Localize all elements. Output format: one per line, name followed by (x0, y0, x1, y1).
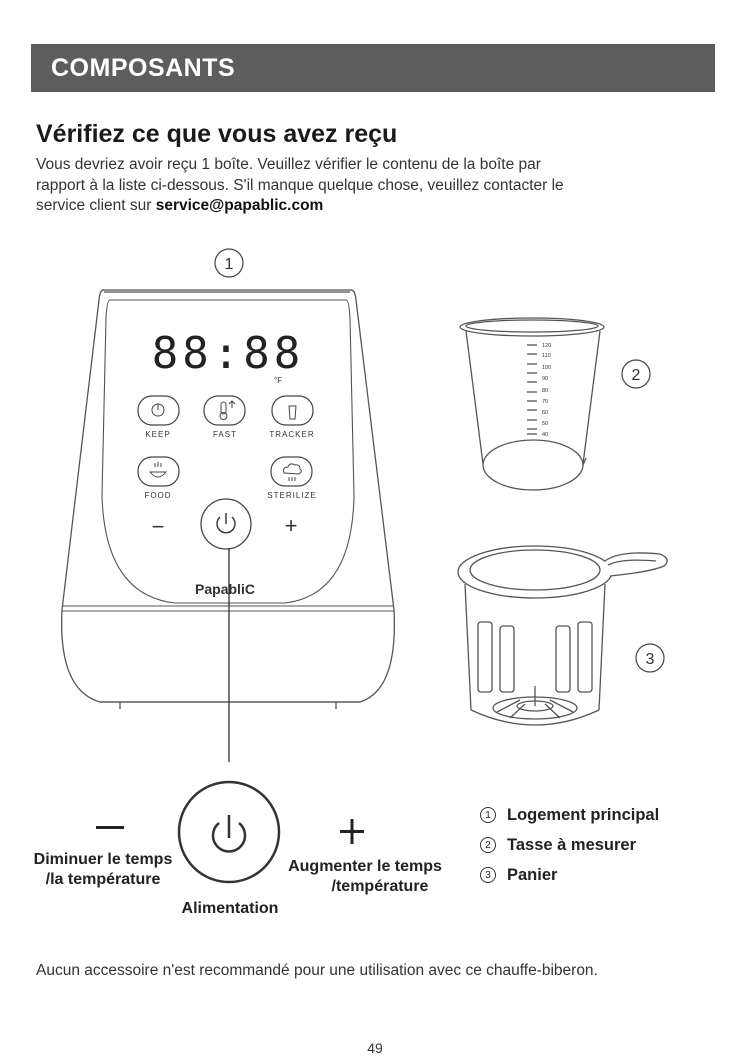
unit-power-button[interactable] (200, 498, 252, 550)
tracker-button[interactable]: TRACKER (269, 395, 314, 439)
measuring-cup-drawing (459, 317, 605, 491)
increase-caption-line-1: Augmenter le temps (288, 858, 442, 875)
increase-caption: Augmenter le temps /température (275, 857, 455, 897)
legend-label: Logement principal (507, 805, 660, 824)
legend-item: 3 Panier (480, 860, 659, 890)
main-unit-drawing (61, 289, 396, 709)
legend-label: Panier (507, 865, 558, 884)
scale-label: 50 (542, 421, 548, 427)
decrease-caption-line-2: /la température (45, 871, 161, 888)
brand-logo: PapabliC (195, 581, 255, 597)
scale-label: 60 (542, 410, 548, 416)
fast-button[interactable]: FAST (203, 395, 246, 439)
sterilize-label: STERILIZE (267, 491, 316, 500)
intro-paragraph: Vous devriez avoir reçu 1 boîte. Veuille… (36, 155, 696, 217)
scale-label: 90 (542, 376, 548, 382)
callout-1: 1 (214, 248, 244, 278)
sterilize-button[interactable]: STERILIZE (267, 456, 316, 500)
section-header-bar: COMPOSANTS (31, 44, 715, 92)
keep-label: KEEP (145, 430, 170, 439)
display-unit-label: °F (274, 376, 282, 385)
support-email-link[interactable]: service@papablic.com (155, 197, 324, 214)
unit-plus-button[interactable]: + (285, 513, 298, 538)
legend-number: 2 (480, 837, 496, 853)
keep-button[interactable]: KEEP (137, 395, 180, 439)
increase-icon (340, 819, 364, 844)
intro-line-2: rapport à la liste ci-dessous. S'il manq… (36, 176, 564, 194)
legend-number: 1 (480, 807, 496, 823)
basket-drawing (457, 545, 668, 726)
components-legend: 1 Logement principal 2 Tasse à mesurer 3… (480, 800, 659, 890)
food-label: FOOD (144, 491, 171, 500)
food-button[interactable]: FOOD (137, 456, 180, 500)
decrease-caption-line-1: Diminuer le temps (33, 851, 173, 868)
accessory-notice: Aucun accessoire n'est recommandé pour u… (36, 962, 598, 979)
page-heading: Vérifiez ce que vous avez reçu (36, 120, 398, 148)
decrease-icon (96, 826, 124, 829)
callout-2: 2 (621, 359, 651, 389)
intro-line-3: service client sur service@papablic.com (36, 196, 696, 217)
section-title: COMPOSANTS (51, 54, 236, 82)
legend-item: 2 Tasse à mesurer (480, 830, 659, 860)
scale-label: 80 (542, 388, 548, 394)
callout-1-number: 1 (225, 256, 234, 273)
power-caption: Alimentation (181, 900, 279, 917)
callout-3: 3 (635, 643, 665, 673)
intro-line-1: Vous devriez avoir reçu 1 boîte. Veuille… (36, 156, 541, 173)
cup-scale: 120 110 100 90 80 70 60 50 40 (527, 343, 551, 438)
power-icon-large (177, 780, 281, 884)
scale-label: 110 (542, 353, 551, 359)
legend-label: Tasse à mesurer (507, 835, 637, 854)
unit-minus-button[interactable]: − (152, 514, 165, 539)
page-number: 49 (367, 1040, 383, 1056)
decrease-caption: Diminuer le temps /la température (10, 850, 196, 890)
scale-label: 40 (542, 432, 548, 438)
legend-item: 1 Logement principal (480, 800, 659, 830)
tracker-label: TRACKER (269, 430, 314, 439)
scale-label: 100 (542, 365, 551, 371)
intro-line-3-prefix: service client sur (36, 197, 156, 214)
callout-3-number: 3 (646, 651, 655, 668)
increase-caption-line-2: /température (331, 878, 429, 895)
scale-label: 120 (542, 343, 551, 349)
callout-2-number: 2 (632, 367, 641, 384)
legend-number: 3 (480, 867, 496, 883)
scale-label: 70 (542, 399, 548, 405)
fast-label: FAST (213, 430, 237, 439)
digital-display: 88:88 (152, 328, 304, 379)
